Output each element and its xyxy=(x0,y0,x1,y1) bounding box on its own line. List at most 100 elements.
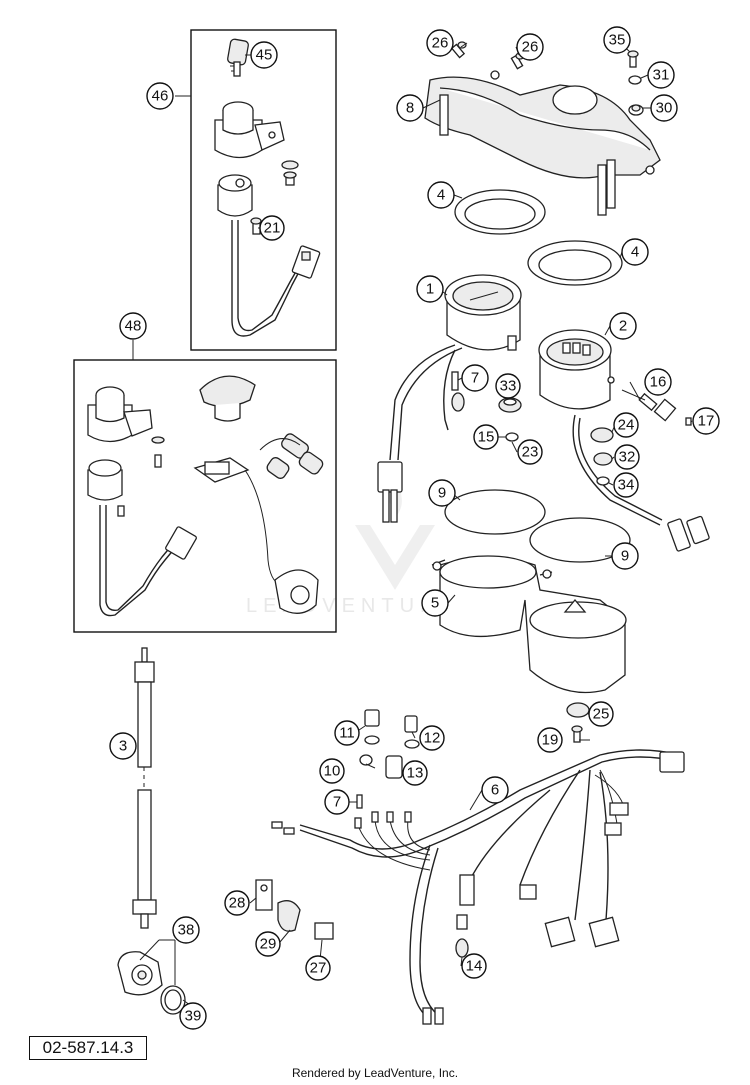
callout-39: 39 xyxy=(179,1002,207,1030)
svg-text:46: 46 xyxy=(152,88,169,105)
callout-45: 45 xyxy=(250,41,278,69)
svg-text:2: 2 xyxy=(619,318,627,335)
ring-39 xyxy=(160,985,186,1015)
callout-29: 29 xyxy=(255,931,281,957)
svg-text:7: 7 xyxy=(333,794,341,811)
svg-text:8: 8 xyxy=(406,100,414,117)
callout-46: 46 xyxy=(146,82,174,110)
callout-35: 35 xyxy=(603,26,631,54)
footer-credit: Rendered by LeadVenture, Inc. xyxy=(291,1066,459,1080)
ignition-switch-46 xyxy=(217,174,321,337)
svg-text:26: 26 xyxy=(432,35,449,52)
callout-31: 31 xyxy=(647,61,675,89)
callout-2: 2 xyxy=(609,312,637,340)
tachometer-2 xyxy=(538,329,710,552)
callout-26b: 26 xyxy=(516,33,544,61)
callout-4a: 4 xyxy=(427,181,455,209)
svg-text:10: 10 xyxy=(324,763,341,780)
glass-9a xyxy=(444,489,546,535)
svg-text:17: 17 xyxy=(698,413,715,430)
callout-16: 16 xyxy=(644,368,672,396)
svg-text:29: 29 xyxy=(260,936,277,953)
callout-32: 32 xyxy=(614,444,640,470)
callout-33: 33 xyxy=(495,373,521,399)
svg-text:38: 38 xyxy=(178,922,195,939)
svg-text:1: 1 xyxy=(426,281,434,298)
speedometer-1 xyxy=(377,274,522,523)
svg-text:39: 39 xyxy=(185,1008,202,1025)
speedometer-cable-3 xyxy=(132,647,157,929)
svg-text:24: 24 xyxy=(618,417,635,434)
svg-text:23: 23 xyxy=(522,444,539,461)
callout-4b: 4 xyxy=(621,238,649,266)
callout-30: 30 xyxy=(650,94,678,122)
callout-19: 19 xyxy=(537,727,563,753)
grommet-25-screw-19 xyxy=(566,702,590,743)
callout-48: 48 xyxy=(119,312,147,340)
svg-text:31: 31 xyxy=(653,67,670,84)
svg-text:34: 34 xyxy=(618,477,635,494)
callout-23: 23 xyxy=(517,439,543,465)
callout-3: 3 xyxy=(109,732,137,760)
svg-text:28: 28 xyxy=(229,895,246,912)
screw-21 xyxy=(250,217,262,235)
lock-48 xyxy=(87,386,165,468)
svg-text:19: 19 xyxy=(542,732,559,749)
callout-28: 28 xyxy=(224,890,250,916)
svg-text:13: 13 xyxy=(407,765,424,782)
callout-21: 21 xyxy=(259,215,285,241)
callout-27: 27 xyxy=(305,955,331,981)
callout-25: 25 xyxy=(588,701,614,727)
callout-11: 11 xyxy=(334,720,360,746)
keys-48 xyxy=(259,433,324,479)
cap-48 xyxy=(199,375,256,422)
callout-9a: 9 xyxy=(428,479,456,507)
screw-17 xyxy=(685,417,692,426)
callout-5: 5 xyxy=(421,589,449,617)
instrument-holder-8 xyxy=(424,70,661,216)
grommets-33-15-23 xyxy=(498,397,522,442)
callout-6: 6 xyxy=(481,776,509,804)
callout-8: 8 xyxy=(396,94,424,122)
bulb-holders-10-13 xyxy=(356,709,420,809)
svg-text:9: 9 xyxy=(621,548,629,565)
svg-text:3: 3 xyxy=(119,738,127,755)
svg-text:6: 6 xyxy=(491,782,499,799)
svg-text:30: 30 xyxy=(656,100,673,117)
svg-text:9: 9 xyxy=(438,485,446,502)
svg-text:32: 32 xyxy=(619,449,636,466)
sensor-16 xyxy=(621,389,677,422)
callout-26a: 26 xyxy=(426,29,454,57)
bulb-14 xyxy=(455,914,469,958)
bulb-sockets-harness xyxy=(271,811,431,871)
small-parts-27-29-28 xyxy=(255,879,334,940)
svg-text:4: 4 xyxy=(631,244,639,261)
svg-text:26: 26 xyxy=(522,39,539,56)
ignition-key-45 xyxy=(227,38,249,77)
diagram-reference-code: 02-587.14.3 xyxy=(29,1036,147,1060)
kit-48-box xyxy=(73,359,337,633)
svg-text:27: 27 xyxy=(310,960,327,977)
callout-1: 1 xyxy=(416,275,444,303)
wiring-harness-6 xyxy=(299,749,685,1025)
glass-9b xyxy=(529,517,631,563)
svg-text:16: 16 xyxy=(650,374,667,391)
callout-13: 13 xyxy=(402,760,428,786)
callout-10: 10 xyxy=(319,758,345,784)
callout-15: 15 xyxy=(473,424,499,450)
steering-lock-48 xyxy=(193,457,319,614)
svg-text:48: 48 xyxy=(125,318,142,335)
callout-38: 38 xyxy=(172,916,200,944)
switch-48 xyxy=(87,459,197,617)
ignition-lock-housing xyxy=(214,101,285,159)
svg-text:33: 33 xyxy=(500,378,517,395)
svg-text:14: 14 xyxy=(466,958,483,975)
callout-17: 17 xyxy=(692,407,720,435)
svg-text:7: 7 xyxy=(471,370,479,387)
callout-7b: 7 xyxy=(324,789,350,815)
svg-text:35: 35 xyxy=(609,32,626,49)
svg-text:15: 15 xyxy=(478,429,495,446)
svg-text:11: 11 xyxy=(339,725,355,742)
housing-5 xyxy=(431,555,627,694)
callout-14: 14 xyxy=(461,953,487,979)
